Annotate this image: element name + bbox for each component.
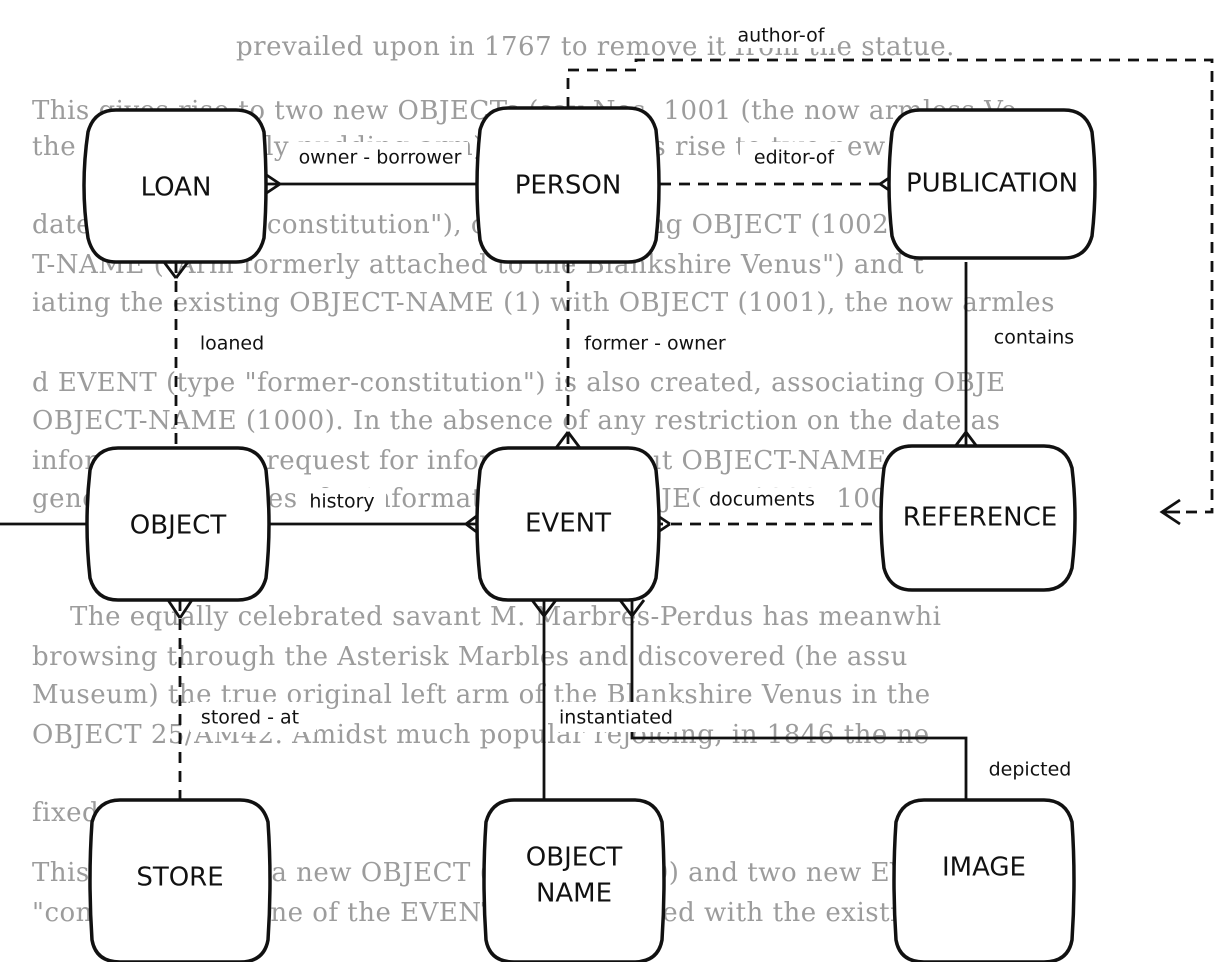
label-bg	[292, 142, 468, 172]
bg-text-line: The equally celebrated savant M. Marbres…	[70, 602, 942, 632]
edge-depicted	[630, 600, 968, 800]
entity-reference: REFERENCE	[879, 444, 1077, 592]
rel-label-owner-borrower: owner - borrower	[299, 147, 462, 169]
bg-text-line: d EVENT (type "former-constitution") is …	[32, 368, 1006, 398]
entity-publication: PUBLICATION	[887, 108, 1097, 260]
entity-label-store: STORE	[136, 863, 223, 893]
label-bg	[980, 755, 1084, 785]
entity-label-object-name-line2: NAME	[536, 879, 612, 909]
rel-label-loaned: loaned	[200, 333, 264, 355]
rel-label-stored-at: stored - at	[201, 707, 299, 729]
entity-label-reference: REFERENCE	[903, 503, 1057, 533]
rel-label-contains: contains	[994, 327, 1074, 349]
label-bg	[590, 328, 736, 358]
crowfoot-loaned	[162, 261, 190, 279]
entity-label-event: EVENT	[525, 509, 611, 539]
crowfoot-instantiated	[530, 599, 558, 617]
bg-text-line: iating the existing OBJECT-NAME (1) with…	[32, 288, 1055, 318]
entity-label-object: OBJECT	[130, 511, 227, 541]
crowfoot-former-owner	[554, 431, 582, 449]
entity-loan: LOAN	[82, 108, 268, 264]
entity-image: IMAGE	[892, 798, 1076, 962]
entity-label-person: PERSON	[515, 171, 622, 201]
label-bg	[554, 702, 682, 732]
crowfoot-author-of	[1159, 498, 1181, 526]
label-bg	[192, 328, 282, 358]
entity-label-object-name-line1: OBJECT	[526, 843, 623, 873]
bg-text-line: browsing through the Asterisk Marbles an…	[32, 642, 908, 672]
entity-label-publication: PUBLICATION	[906, 169, 1078, 199]
rel-label-depicted: depicted	[989, 759, 1072, 781]
edge-author-of	[566, 58, 1214, 514]
bg-text-line: Museum) the true original left arm of th…	[32, 680, 931, 710]
rel-label-documents: documents	[709, 489, 815, 511]
crowfoot-stored-at	[166, 599, 194, 619]
label-bg	[740, 142, 848, 172]
entity-object-name: OBJECT NAME	[482, 798, 666, 962]
label-bg	[700, 488, 828, 518]
entity-store: STORE	[88, 798, 272, 962]
label-bg	[190, 702, 316, 732]
entity-label-image: IMAGE	[942, 853, 1026, 883]
rel-label-instantiated: instantiated	[559, 707, 673, 729]
bg-text-line: OBJECT-NAME (1000). In the absence of an…	[32, 406, 1001, 436]
label-bg	[988, 322, 1092, 352]
entity-label-loan: LOAN	[141, 173, 212, 203]
rel-label-history: history	[309, 491, 374, 513]
crowfoot-depicted	[618, 599, 646, 617]
entity-object: OBJECT	[85, 446, 271, 602]
rel-label-editor-of: editor-of	[754, 147, 836, 169]
rel-label-author-of: author-of	[738, 25, 826, 47]
rel-label-former-owner: former - owner	[584, 333, 726, 355]
entity-person: PERSON	[475, 106, 661, 264]
label-bg	[724, 18, 838, 48]
label-bg	[298, 488, 386, 518]
entity-event: EVENT	[475, 446, 661, 602]
bg-text-line: OBJECT 25/AM42. Amidst much popular rejo…	[32, 720, 930, 750]
